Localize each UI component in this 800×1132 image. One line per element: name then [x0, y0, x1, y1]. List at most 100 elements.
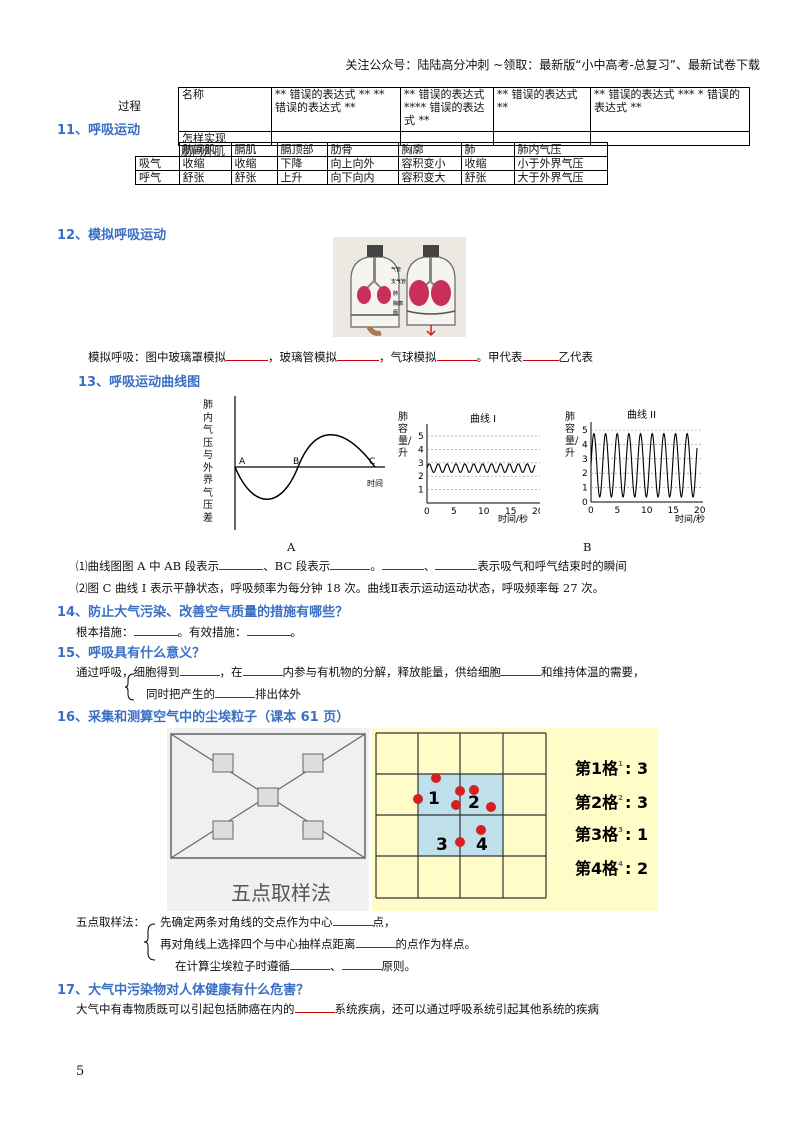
y-axis-label: 肺内气压与外界气压差: [203, 400, 213, 524]
y-axis-label: 肺容量/升: [565, 412, 579, 459]
dust-dot: [469, 785, 479, 795]
blank[interactable]: [246, 635, 291, 636]
text-part: 排出体外: [255, 687, 301, 701]
brace-icon: [143, 923, 156, 961]
method-line-3: 在计算尘埃粒子时遵循 、 原则。: [175, 958, 416, 974]
text-part: 同时把产生的: [146, 687, 215, 701]
blank[interactable]: [381, 569, 424, 570]
text-part: ，玻璃管模拟: [268, 350, 337, 364]
method-label: 五点取样法：: [76, 915, 145, 929]
text-part: 乙代表: [558, 350, 594, 364]
text-part: 。有效措施：: [177, 625, 247, 639]
page-number: 5: [76, 1064, 85, 1079]
blank[interactable]: [501, 675, 541, 676]
text-part: 。: [370, 559, 382, 573]
blank[interactable]: [215, 697, 255, 698]
caption-a: A: [287, 540, 296, 554]
brace-icon: [124, 673, 135, 701]
cell: 大于外界气压: [513, 170, 608, 185]
section-14-title: 14、防止大气污染、改善空气质量的措施有哪些？: [57, 605, 349, 620]
err-cell: 名称: [178, 87, 272, 132]
blank[interactable]: [226, 360, 268, 361]
blank[interactable]: [290, 969, 330, 970]
x-tick-label: 0: [588, 506, 594, 516]
error-table: 名称 ** 错误的表达式 ** ** 错误的表达式 ** ** 错误的表达式 *…: [178, 87, 750, 146]
cell: 收缩: [178, 156, 232, 171]
text-part: 原则。: [381, 959, 417, 973]
x-axis-label: 时间: [367, 478, 383, 488]
blank[interactable]: [522, 360, 559, 361]
blank[interactable]: [436, 360, 477, 361]
text-part: 表示吸气和呼气结束时的瞬间: [477, 559, 627, 573]
blank[interactable]: [179, 675, 220, 676]
x-tick-label: 5: [615, 506, 621, 516]
breathing-table: 肋间肌 膈肌 膈顶部 肋骨 胸廓 肺 肺内气压 吸气 收缩 收缩 下降 向上向外…: [135, 142, 608, 185]
text-part: ，在: [219, 665, 243, 679]
blank[interactable]: [332, 925, 373, 926]
s14-text: 根本措施：。有效措施：。: [76, 624, 302, 640]
y-tick-label: 4: [582, 440, 588, 450]
figure-a: A B C 时间: [234, 396, 385, 530]
text-part: 内参与有机物的分解，释放能量，供给细胞: [282, 665, 502, 679]
s12-text: 模拟呼吸：图中玻璃罩模拟，玻璃管模拟，气球模拟。甲代表乙代表: [88, 349, 593, 365]
y-tick-label: 2: [582, 469, 588, 479]
s15-line1: 通过呼吸，细胞得到，在内参与有机物的分解，释放能量，供给细胞和维持体温的需要，: [76, 664, 645, 680]
text-part: 系统疾病，还可以通过呼吸系统引起其他系统的疾病: [334, 1002, 600, 1016]
blank[interactable]: [337, 360, 379, 361]
five-point-diagram: 五点取样法: [167, 728, 369, 911]
x-tick-label: 15: [505, 507, 516, 517]
err-cell: ** 错误的表达式 **** 错误的表达式 **: [400, 87, 494, 132]
text-part: 、: [330, 959, 342, 973]
text-part: 在计算尘埃粒子时遵循: [175, 959, 290, 973]
grid-header: 胸廓: [397, 142, 462, 157]
x-tick-label: 20: [694, 506, 706, 516]
grid-sample-diagram: 1 2 3 4 第1格1: 3 第2格2: 3 第3格3: 1 第4格4: 2: [372, 728, 658, 911]
cell: 容积变小: [397, 156, 462, 171]
jar-label: 胸廓: [393, 300, 403, 307]
blank[interactable]: [435, 569, 478, 570]
text-part: 通过呼吸，细胞得到: [76, 665, 180, 679]
text-part: 大气中有毒物质既可以引起包括肺癌在内的: [76, 1002, 295, 1016]
section-17-title: 17、大气中污染物对人体健康有什么危害？: [57, 983, 310, 998]
series-line: [426, 463, 536, 474]
blank[interactable]: [133, 635, 178, 636]
blank[interactable]: [219, 569, 264, 570]
blank[interactable]: [355, 947, 396, 948]
text-part: 、BC 段表示: [263, 559, 331, 573]
dust-dot: [486, 802, 496, 812]
cell-number: 1: [428, 789, 440, 809]
blank[interactable]: [242, 675, 283, 676]
series-line: [590, 432, 698, 498]
point-label: A: [239, 457, 246, 467]
s13-line1: ⑴曲线图图 A 中 AB 段表示、BC 段表示。、表示吸气和呼气结束时的瞬间: [76, 558, 627, 574]
blank[interactable]: [294, 1012, 335, 1013]
grid-header: 肋间肌: [178, 142, 232, 157]
x-tick-label: 0: [424, 507, 430, 517]
section-15-title: 15、呼吸具有什么意义？: [57, 646, 206, 661]
cell-number: 2: [468, 793, 480, 813]
s13-line2: ⑵图 C 曲线 Ⅰ 表示平静状态，呼吸频率为每分钟 18 次。曲线Ⅱ表示运动运动…: [76, 581, 605, 595]
cell: 舒张: [460, 170, 515, 185]
cell: 舒张: [230, 170, 278, 185]
text-part: ⑴曲线图图 A 中 AB 段表示: [76, 559, 220, 573]
dust-dot: [455, 837, 465, 847]
jar-label: 气管: [391, 266, 401, 273]
cell-number: 3: [436, 835, 448, 855]
blank[interactable]: [341, 969, 382, 970]
jar-label: 膈: [393, 310, 398, 316]
x-tick-label: 20: [532, 507, 540, 517]
grid-header: 肺内气压: [513, 142, 608, 157]
dust-dot: [476, 825, 486, 835]
y-tick-label: 2: [418, 472, 424, 482]
jar-label: 肺: [393, 291, 398, 297]
blank[interactable]: [330, 569, 371, 570]
s17-text: 大气中有毒物质既可以引起包括肺癌在内的 系统疾病，还可以通过呼吸系统引起其他系统的…: [76, 1001, 599, 1017]
dust-dot: [455, 786, 465, 796]
cell: 上升: [276, 170, 328, 185]
jar-label: 支气管: [391, 278, 406, 285]
text-part: 的点作为样点。: [395, 937, 477, 951]
section-13-title: 13、呼吸运动曲线图: [78, 375, 201, 390]
process-label: 过程: [118, 99, 141, 113]
